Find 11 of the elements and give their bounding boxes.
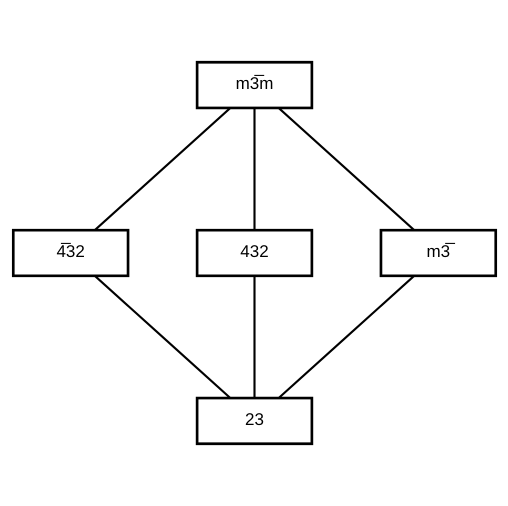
connector <box>278 107 414 231</box>
node-box: m3̅ <box>379 228 497 278</box>
node-box: 23 <box>195 396 313 446</box>
node-box: m3̅m <box>195 60 313 110</box>
connector <box>94 275 230 399</box>
connector <box>94 107 230 231</box>
connector <box>252 108 256 230</box>
node-box: 432 <box>195 228 313 278</box>
node-box: 4̅32 <box>11 228 129 278</box>
connector <box>252 276 256 398</box>
connector <box>278 275 414 399</box>
